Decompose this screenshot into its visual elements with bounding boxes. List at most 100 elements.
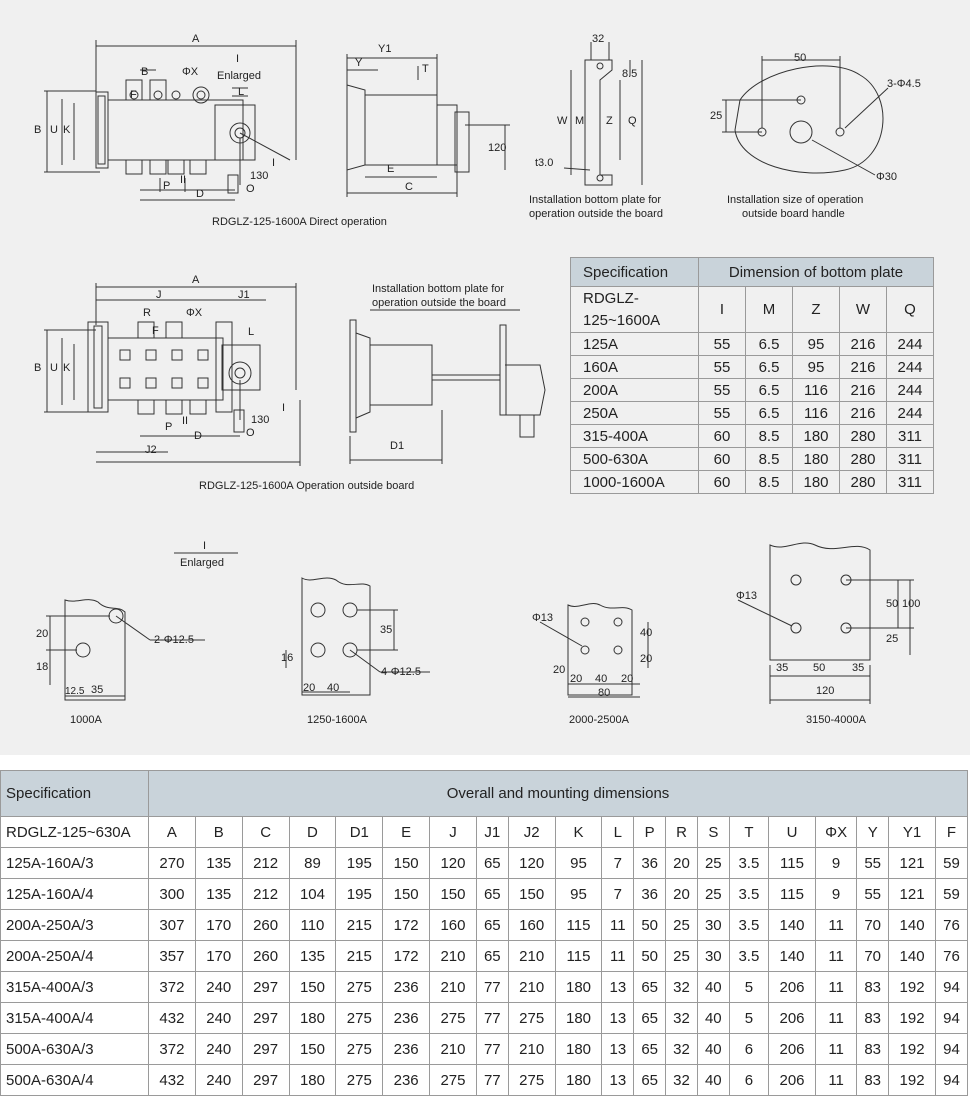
dim-label: 130 (251, 414, 270, 426)
plate-value-cell: 280 (839, 447, 887, 471)
overall-value-cell: 25 (696, 847, 730, 879)
overall-col-header: D (288, 816, 337, 848)
overall-value-cell: 172 (382, 909, 431, 941)
overall-value-cell: 275 (335, 1064, 384, 1096)
enlarged-1250-caption: 1250-1600A (307, 714, 367, 726)
plate-value-cell: 244 (886, 332, 934, 356)
overall-value-cell: 89 (288, 847, 337, 879)
plate-value-cell: 180 (792, 470, 840, 494)
plate-col-header: M (745, 286, 793, 333)
overall-value-cell: 372 (148, 1033, 196, 1065)
plate-spec-cell: 160A (570, 355, 699, 379)
overall-header-title: Overall and mounting dimensions (148, 770, 968, 817)
plate-value-cell: 311 (886, 424, 934, 448)
overall-value-cell: 55 (856, 847, 890, 879)
dim-label: Y (355, 57, 363, 69)
overall-value-cell: 11 (601, 940, 635, 972)
overall-value-cell: 135 (194, 847, 243, 879)
overall-value-cell: 192 (888, 1002, 936, 1034)
plate-value-cell: 216 (839, 355, 887, 379)
overall-value-cell: 210 (429, 971, 477, 1003)
overall-col-header: Y1 (888, 816, 936, 848)
dim-label: 20 (36, 628, 49, 640)
overall-value-cell: 275 (429, 1064, 477, 1096)
overall-value-cell: 13 (601, 1064, 635, 1096)
dim-label: Enlarged (217, 70, 262, 82)
overall-value-cell: 115 (768, 847, 816, 879)
overall-value-cell: 297 (241, 1002, 290, 1034)
overall-value-cell: 307 (148, 909, 196, 941)
overall-value-cell: 275 (335, 1033, 384, 1065)
overall-col-header: P (633, 816, 667, 848)
overall-value-cell: 76 (934, 940, 969, 972)
dim-label: R (143, 307, 151, 319)
overall-value-cell: 9 (814, 847, 858, 879)
overall-spec-cell: 125A-160A/3 (0, 847, 149, 879)
overall-spec-cell: 200A-250A/3 (0, 909, 149, 941)
overall-value-cell: 236 (382, 1064, 431, 1096)
overall-value-cell: 121 (888, 847, 936, 879)
plate-spec-cell: 500-630A (570, 447, 699, 471)
plate-value-cell: 311 (886, 447, 934, 471)
overall-value-cell: 30 (696, 909, 730, 941)
overall-value-cell: 50 (633, 909, 667, 941)
overall-value-cell: 275 (507, 1002, 556, 1034)
overall-value-cell: 172 (382, 940, 431, 972)
overall-col-header: D1 (335, 816, 384, 848)
overall-value-cell: 3.5 (728, 909, 770, 941)
overall-value-cell: 357 (148, 940, 196, 972)
dim-label: 18 (36, 661, 49, 673)
overall-col-header: E (382, 816, 431, 848)
plate-header-title: Dimension of bottom plate (698, 257, 934, 287)
plate-value-cell: 8.5 (745, 424, 793, 448)
overall-value-cell: 192 (888, 971, 936, 1003)
dim-label: D (196, 188, 204, 200)
dim-label: P (165, 421, 173, 433)
overall-value-cell: 432 (148, 1002, 196, 1034)
dim-label: A (192, 274, 200, 286)
plate-value-cell: 60 (698, 424, 746, 448)
plate-value-cell: 280 (839, 470, 887, 494)
overall-value-cell: 36 (633, 878, 667, 910)
dim-label: 25 (886, 633, 899, 645)
dim-label: II (180, 174, 187, 186)
overall-value-cell: 13 (601, 1033, 635, 1065)
overall-value-cell: 7 (601, 847, 635, 879)
overall-value-cell: 115 (768, 878, 816, 910)
overall-value-cell: 210 (507, 1033, 556, 1065)
plate-value-cell: 244 (886, 378, 934, 402)
overall-value-cell: 432 (148, 1064, 196, 1096)
overall-value-cell: 240 (194, 1033, 243, 1065)
plate-value-cell: 244 (886, 355, 934, 379)
overall-value-cell: 70 (856, 940, 890, 972)
overall-value-cell: 215 (335, 940, 384, 972)
overall-value-cell: 20 (665, 847, 698, 879)
overall-value-cell: 300 (148, 878, 196, 910)
plate-value-cell: 216 (839, 332, 887, 356)
overall-value-cell: 150 (429, 878, 477, 910)
plate-value-cell: 116 (792, 401, 840, 425)
handle-caption: outside board handle (742, 208, 845, 220)
enlarged-1000A (46, 599, 205, 701)
overall-value-cell: 9 (814, 878, 858, 910)
dim-label: 50 (794, 52, 807, 64)
overall-value-cell: 5 (728, 971, 770, 1003)
overall-value-cell: 150 (382, 878, 431, 910)
plate-value-cell: 6.5 (745, 401, 793, 425)
overall-col-header: J (429, 816, 477, 848)
dim-label: 3-Φ4.5 (887, 78, 921, 90)
enlarged-1000A-caption: 1000A (70, 714, 102, 726)
overall-value-cell: 40 (696, 1033, 730, 1065)
dim-label: A (192, 33, 200, 45)
overall-value-cell: 5 (728, 1002, 770, 1034)
dim-label: P (163, 180, 171, 192)
overall-value-cell: 160 (429, 909, 477, 941)
overall-value-cell: 65 (633, 971, 667, 1003)
plate-value-cell: 8.5 (745, 470, 793, 494)
dim-label: 40 (327, 682, 340, 694)
overall-value-cell: 212 (241, 878, 290, 910)
